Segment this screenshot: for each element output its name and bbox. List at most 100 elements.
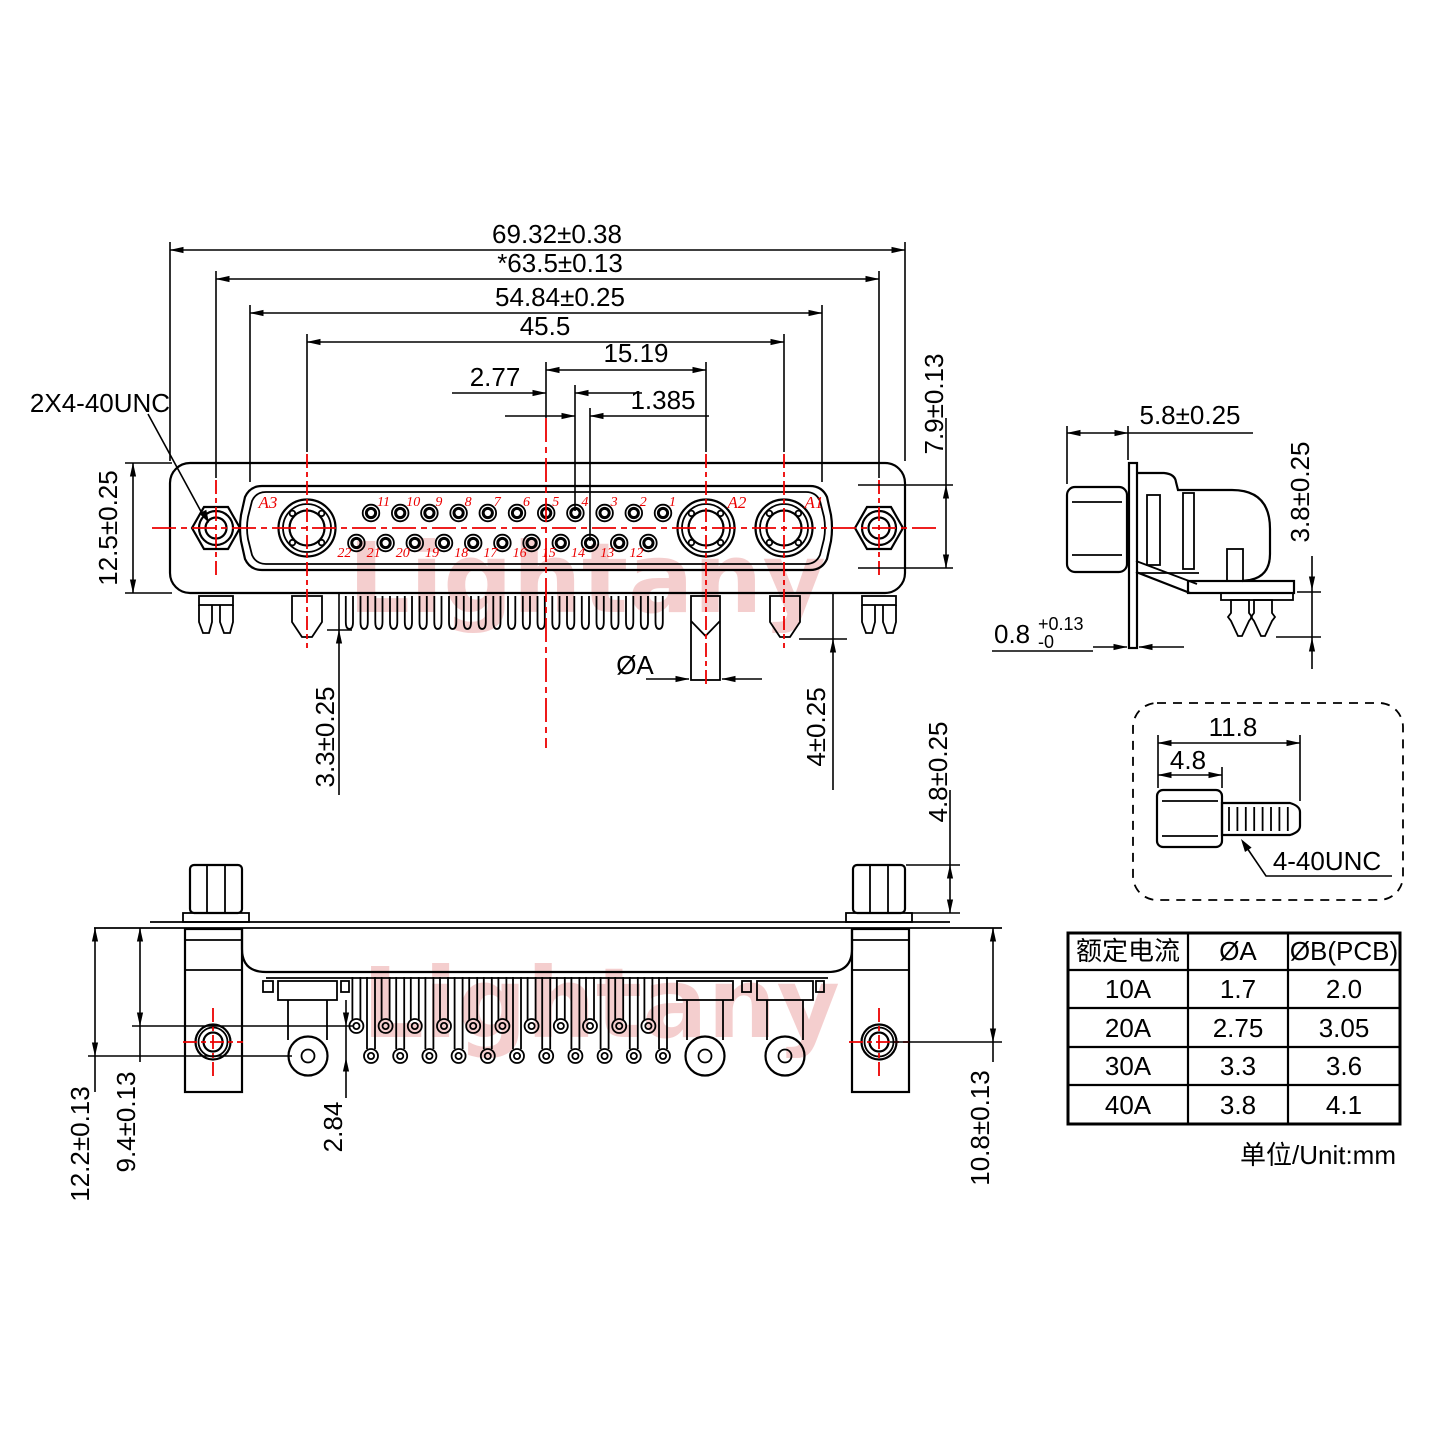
dim-power-pin-length: 4±0.25 bbox=[801, 687, 831, 766]
pin-number: 19 bbox=[425, 546, 439, 561]
locating-nub bbox=[340, 980, 350, 993]
dim-power-pin-dia: ØA bbox=[616, 650, 654, 680]
pin-number: 2 bbox=[640, 495, 647, 510]
dim-pcb-to-power-row: 12.2±0.13 bbox=[65, 1086, 95, 1201]
side-flange-plate bbox=[1127, 461, 1139, 650]
table-header-dia-a: ØA bbox=[1219, 936, 1257, 966]
pin-number: 4 bbox=[581, 495, 588, 510]
dim-flange-thickness-upper-tol: +0.13 bbox=[1038, 614, 1084, 634]
table-cell: 3.3 bbox=[1220, 1051, 1256, 1081]
bottom-bracket-right bbox=[850, 927, 911, 1094]
pin-number: 17 bbox=[483, 546, 498, 561]
jackscrew-tail-right bbox=[861, 595, 897, 634]
contact-label-a3: A3 bbox=[258, 493, 278, 512]
screw-detail: 11.8 4.8 4-40UNC bbox=[1132, 702, 1404, 901]
dim-flange-height: 12.5±0.25 bbox=[93, 470, 123, 585]
bottom-bracket-left bbox=[183, 927, 244, 1094]
table-cell: 4.1 bbox=[1326, 1090, 1362, 1120]
bottom-view: 12.2±0.13 9.4±0.13 2.84 10.8±0.13 bbox=[65, 863, 1002, 1202]
bottom-housing bbox=[240, 929, 854, 974]
front-view: A3 A2 A1 1122102192081971861751641531421… bbox=[30, 219, 960, 914]
table-header-dia-b: ØB(PCB) bbox=[1290, 936, 1398, 966]
thread-callout: 2X4-40UNC bbox=[30, 388, 170, 418]
table-header-current: 额定电流 bbox=[1076, 936, 1180, 966]
table-cell: 1.7 bbox=[1220, 974, 1256, 1004]
dim-mount-spacing: *63.5±0.13 bbox=[497, 248, 623, 278]
a3-tail bbox=[291, 595, 323, 638]
table-cell: 10A bbox=[1105, 974, 1152, 1004]
front-shroud-outer bbox=[238, 484, 834, 572]
dim-standoff-height-side: 3.8±0.25 bbox=[1285, 441, 1315, 542]
screw-thread-label: 4-40UNC bbox=[1273, 846, 1381, 876]
front-centerlines bbox=[152, 418, 936, 748]
side-view: 5.8±0.25 3.8±0.25 0.8 +0.13 -0 bbox=[992, 400, 1321, 669]
locating-nub bbox=[815, 980, 825, 993]
dim-screw-head-protrusion: 5.8±0.25 bbox=[1139, 400, 1240, 430]
bottom-mount-hole-left bbox=[183, 1008, 243, 1076]
dim-row-stagger: 1.385 bbox=[630, 385, 695, 415]
locating-nub bbox=[741, 980, 752, 993]
dim-contact-span: 45.5 bbox=[520, 311, 571, 341]
pin-number: 21 bbox=[367, 546, 381, 561]
dim-flange-thickness: 0.8 bbox=[994, 619, 1030, 649]
table-cell: 2.75 bbox=[1213, 1013, 1264, 1043]
pin-number: 14 bbox=[571, 546, 585, 561]
front-dimensions bbox=[125, 242, 960, 914]
side-screw-head bbox=[1065, 485, 1129, 574]
dim-overall-width: 69.32±0.38 bbox=[492, 219, 622, 249]
table-cell: 3.05 bbox=[1319, 1013, 1370, 1043]
spec-table: 额定电流 ØA ØB(PCB) 10A 1.7 2.0 20A 2.75 3.0… bbox=[1066, 931, 1402, 1170]
table-cell: 40A bbox=[1105, 1090, 1152, 1120]
bottom-a3-terminal bbox=[277, 980, 338, 1077]
table-cell: 30A bbox=[1105, 1051, 1152, 1081]
front-comb bbox=[344, 596, 664, 630]
pin-number: 8 bbox=[465, 495, 472, 510]
jackscrew-tail-left bbox=[198, 595, 234, 634]
screw-dimensions bbox=[1157, 735, 1392, 877]
screw-drawing bbox=[1155, 788, 1302, 849]
pin-number: 20 bbox=[396, 546, 410, 561]
dim-pcb-to-signal-row: 9.4±0.13 bbox=[111, 1071, 141, 1172]
pin-number: 15 bbox=[542, 546, 556, 561]
dim-screw-total-length: 11.8 bbox=[1209, 712, 1258, 742]
dim-flange-thickness-lower-tol: -0 bbox=[1038, 632, 1054, 652]
dim-shroud-height: 7.9±0.13 bbox=[919, 353, 949, 454]
bottom-a1-terminal bbox=[756, 980, 814, 1077]
side-pcb-clip bbox=[1226, 599, 1254, 637]
pin-number: 5 bbox=[552, 495, 559, 510]
a1-tail bbox=[769, 595, 801, 638]
dim-pcb-to-hole: 10.8±0.13 bbox=[965, 1070, 995, 1185]
contact-label-a1: A1 bbox=[804, 493, 824, 512]
pin-number: 9 bbox=[435, 495, 442, 510]
pin-number: 22 bbox=[337, 546, 351, 561]
pin-number: 6 bbox=[523, 495, 530, 510]
dim-screw-head-length: 4.8 bbox=[1170, 745, 1206, 775]
locating-nub bbox=[262, 980, 274, 993]
table-cell: 20A bbox=[1105, 1013, 1152, 1043]
dim-center-to-a2: 15.19 bbox=[603, 338, 668, 368]
side-bracket bbox=[1135, 560, 1296, 637]
pin-number: 18 bbox=[454, 546, 468, 561]
table-cell: 3.8 bbox=[1220, 1090, 1256, 1120]
pin-number: 10 bbox=[406, 495, 420, 510]
table-cell: 3.6 bbox=[1326, 1051, 1362, 1081]
side-pcb-clip bbox=[1249, 599, 1277, 637]
pin-number: 3 bbox=[610, 495, 618, 510]
pin-number: 1 bbox=[669, 495, 676, 510]
table-cell: 2.0 bbox=[1326, 974, 1362, 1004]
bottom-a2-terminal bbox=[676, 980, 734, 1077]
side-body bbox=[1137, 471, 1272, 583]
pin-number: 12 bbox=[629, 546, 643, 561]
dim-pin-pitch: 2.77 bbox=[470, 362, 521, 392]
dim-signal-pin-length: 3.3±0.25 bbox=[310, 686, 340, 787]
front-shroud-inner bbox=[246, 491, 826, 565]
bottom-dimensions bbox=[88, 927, 1002, 1098]
bottom-standoff-left bbox=[182, 863, 250, 923]
pin-number: 11 bbox=[377, 495, 390, 510]
screw-threads bbox=[1228, 807, 1289, 831]
dim-standoff-height-right: 4.8±0.25 bbox=[923, 721, 953, 822]
table-unit-note: 单位/Unit:mm bbox=[1240, 1140, 1396, 1170]
